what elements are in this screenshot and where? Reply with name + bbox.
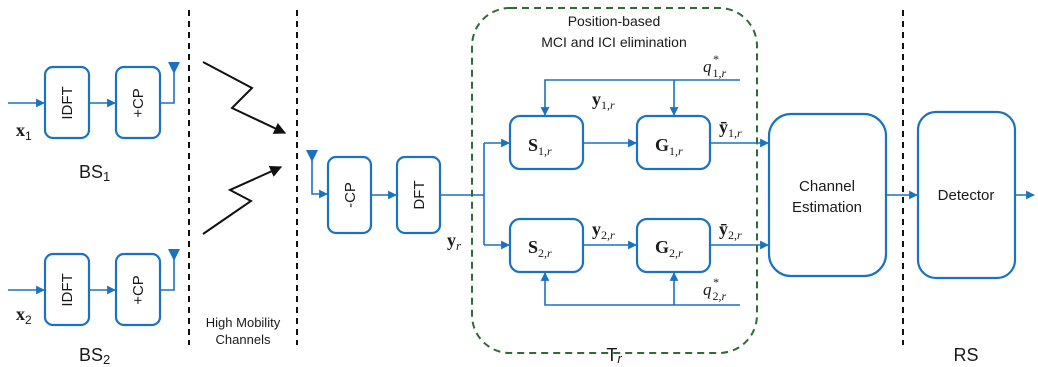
bs2-label: BS2: [79, 345, 110, 367]
antenna-icon-bs1: [168, 62, 180, 74]
detector-label: Detector: [938, 187, 995, 204]
add-cp-label-1: +CP: [130, 88, 147, 118]
bs1-label: BS1: [79, 162, 110, 184]
base-station-1: IDFT +CP x1 BS1: [8, 62, 180, 184]
idft-label-2: IDFT: [59, 273, 76, 306]
idft-label-1: IDFT: [59, 86, 76, 119]
high-mobility-label-2: Channels: [216, 332, 271, 347]
cp-to-antenna-wire-1: [160, 70, 175, 104]
y1-label: y1,r: [592, 89, 615, 112]
q2-feedback-to-s2: [540, 272, 740, 306]
y2-label: y2,r: [592, 219, 615, 242]
channel-estimation-label-1: Channel: [799, 178, 855, 195]
g2-label: G2,r: [655, 237, 683, 260]
channel-estimation-block[interactable]: [767, 112, 888, 278]
cp-to-antenna-wire-2: [160, 257, 175, 291]
group-title-line2: MCI and ICI elimination: [541, 34, 687, 50]
group-title-line1: Position-based: [568, 13, 661, 29]
channel-estimation-label-2: Estimation: [792, 199, 862, 216]
mci-ici-elimination-group: Position-based MCI and ICI elimination S…: [471, 7, 769, 354]
q2-label: q*2,r: [703, 275, 727, 303]
high-mobility-label-1: High Mobility: [206, 315, 281, 330]
base-station-2: IDFT +CP x2 BS2: [8, 249, 180, 367]
g1-label: G1,r: [655, 135, 683, 158]
group-border: [471, 7, 758, 354]
tr-label: Tr: [606, 345, 622, 366]
ybar2-label: ȳ2,r: [719, 219, 742, 242]
antenna-icon-receiver: [306, 150, 318, 162]
add-cp-label-2: +CP: [130, 275, 147, 305]
q1-label: q*1,r: [703, 52, 727, 80]
g1-block[interactable]: [635, 114, 712, 171]
dft-label: DFT: [411, 180, 428, 209]
x2-label: x2: [16, 304, 32, 327]
s1-label: S1,r: [528, 135, 552, 158]
ybar1-label: ȳ1,r: [719, 117, 742, 140]
antenna-icon-bs2: [168, 249, 180, 261]
channel-link-arrow-1: [202, 61, 287, 134]
q1-feedback-to-s1: [540, 79, 740, 116]
rs-label: RS: [953, 345, 978, 365]
yr-label: yr: [447, 230, 462, 253]
s1-block[interactable]: [508, 114, 585, 171]
x1-label: x1: [16, 120, 32, 143]
channel-link-arrow-2: [202, 165, 283, 235]
s2-label: S2,r: [528, 237, 552, 260]
antenna-to-cp-wire: [311, 160, 328, 199]
remove-cp-label: -CP: [342, 182, 359, 208]
receiver-front-end: -CP DFT yr: [306, 150, 484, 253]
